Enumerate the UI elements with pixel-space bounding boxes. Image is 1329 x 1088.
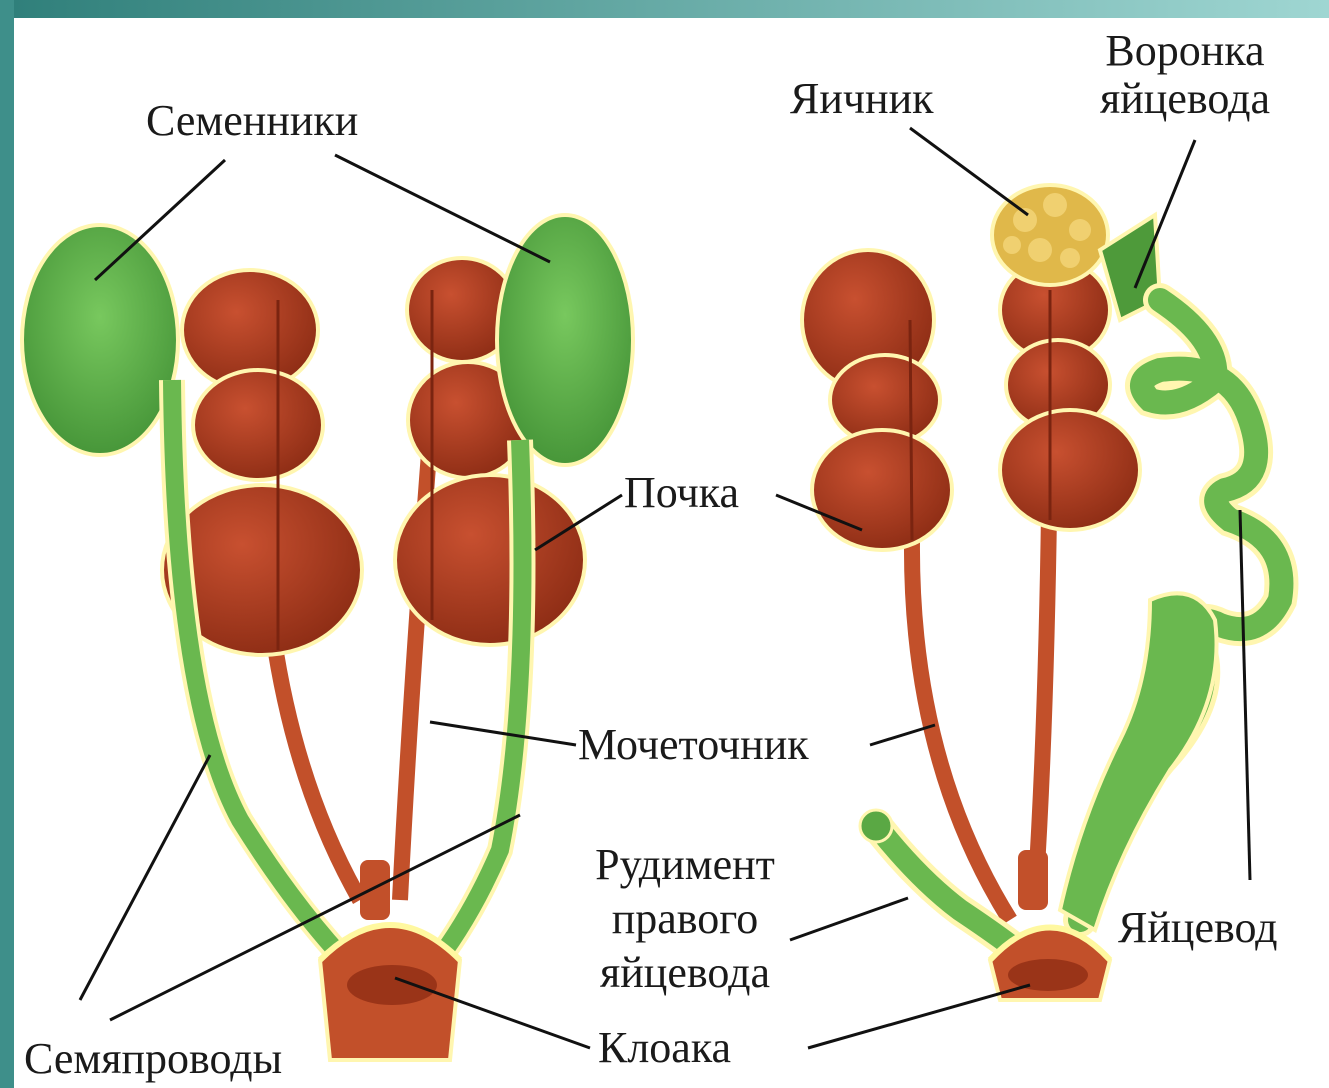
label-testes: Семенники [146,98,358,144]
top-frame-bar [0,0,1329,18]
label-rudiment-line1: Рудимент [560,842,810,888]
oviduct-wide-section [1060,593,1217,930]
female-left-kidney [802,250,952,550]
label-kidney: Почка [624,470,739,516]
label-funnel-line1: Воронка [1075,28,1295,74]
label-ureter: Мочеточник [578,722,809,768]
left-testis [22,225,178,455]
label-cloaca: Клоака [598,1025,731,1071]
label-vas-deferens: Семяпроводы [24,1036,282,1082]
leader-vas-left [80,755,210,1000]
leader-funnel [1135,140,1195,288]
label-oviduct: Яйцевод [1118,905,1278,951]
leader-ovary [910,128,1028,215]
label-rudiment-line2: правого [560,896,810,942]
right-testis [497,215,633,465]
leader-cloaca-right [808,985,1030,1048]
leader-oviduct [1240,510,1250,880]
leader-testis-right [335,155,550,262]
left-frame-bar [0,0,14,1088]
label-funnel-line2: яйцевода [1075,76,1295,122]
male-cloaca [320,860,460,1060]
male-system [22,215,633,1060]
leader-testis-left [95,160,225,280]
label-rudiment-line3: яйцевода [560,950,810,996]
label-ovary: Яичник [790,76,934,122]
female-system [802,185,1281,1000]
